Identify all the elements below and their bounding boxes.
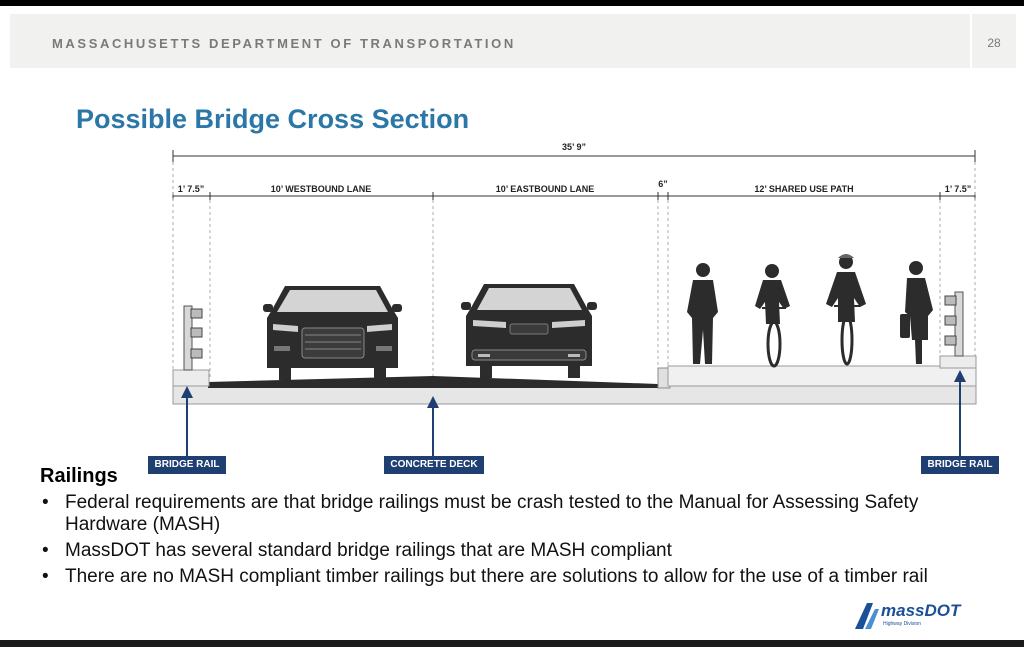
bullet-dot: •: [42, 540, 49, 561]
massdot-logo: massDOT Highway Division: [853, 601, 973, 633]
pedestrian-bag-icon: [900, 261, 933, 364]
left-bridge-rail-icon: [183, 305, 203, 371]
bullet-item: • There are no MASH compliant timber rail…: [40, 566, 1000, 588]
railings-heading: Railings: [40, 465, 118, 487]
massdot-logo-mark-icon: [855, 603, 879, 629]
right-bridge-rail-icon: [944, 291, 964, 357]
bullet-text: There are no MASH compliant timber raili…: [65, 566, 928, 587]
eastbound-car-icon: [461, 284, 597, 378]
westbound-car-icon: [263, 286, 402, 380]
slide-header: MASSACHUSETTS DEPARTMENT OF TRANSPORTATI…: [10, 14, 970, 68]
bullet-item: • MassDOT has several standard bridge rai…: [40, 540, 1000, 562]
bullet-dot: •: [42, 492, 49, 513]
segment-label-westbound: 10’ WESTBOUND LANE: [271, 184, 372, 194]
left-curb: [172, 369, 210, 387]
page-number: 28: [987, 36, 1001, 50]
cross-section-diagram: 35’ 9” 1’ 7.5” 10’ WESTBOUND LANE 10’ EA…: [172, 142, 977, 456]
shared-use-path-slab: [667, 365, 977, 387]
callout-arrow-left-rail: [181, 386, 193, 456]
callout-arrow-deck: [427, 396, 439, 456]
pedestrian-icon: [687, 263, 718, 364]
segment-label-shared-path: 12’ SHARED USE PATH: [754, 184, 853, 194]
roadway-surface: [208, 376, 658, 388]
cyclist-icon: [755, 264, 790, 368]
bullet-item: • Federal requirements are that bridge ra…: [40, 492, 1000, 536]
logo-subtitle: Highway Division: [883, 621, 922, 627]
segment-label-eastbound: 10’ EASTBOUND LANE: [496, 184, 595, 194]
bullet-text: MassDOT has several standard bridge rail…: [65, 540, 672, 561]
cyclist-helmet-icon: [826, 254, 866, 366]
total-width-label: 35’ 9”: [562, 142, 586, 152]
page-number-box: 28: [972, 14, 1016, 68]
logo-name: massDOT: [881, 601, 961, 620]
concrete-deck: [172, 385, 977, 405]
callout-bridge-rail-left: BRIDGE RAIL: [148, 456, 226, 474]
org-name: MASSACHUSETTS DEPARTMENT OF TRANSPORTATI…: [52, 36, 516, 51]
railings-bullet-list: • Federal requirements are that bridge ra…: [40, 492, 1000, 592]
slide-title: Possible Bridge Cross Section: [76, 104, 470, 134]
bullet-dot: •: [42, 566, 49, 587]
segment-label-left-rail: 1’ 7.5”: [178, 184, 205, 194]
segment-label-barrier: 6”: [658, 179, 668, 189]
callout-concrete-deck: CONCRETE DECK: [384, 456, 484, 474]
bullet-text: Federal requirements are that bridge rai…: [65, 492, 919, 535]
callout-arrow-right-rail: [954, 370, 966, 456]
right-curb: [939, 355, 977, 369]
callout-bridge-rail-right: BRIDGE RAIL: [921, 456, 999, 474]
segment-label-right-rail: 1’ 7.5”: [945, 184, 972, 194]
segment-guides: [172, 162, 976, 378]
